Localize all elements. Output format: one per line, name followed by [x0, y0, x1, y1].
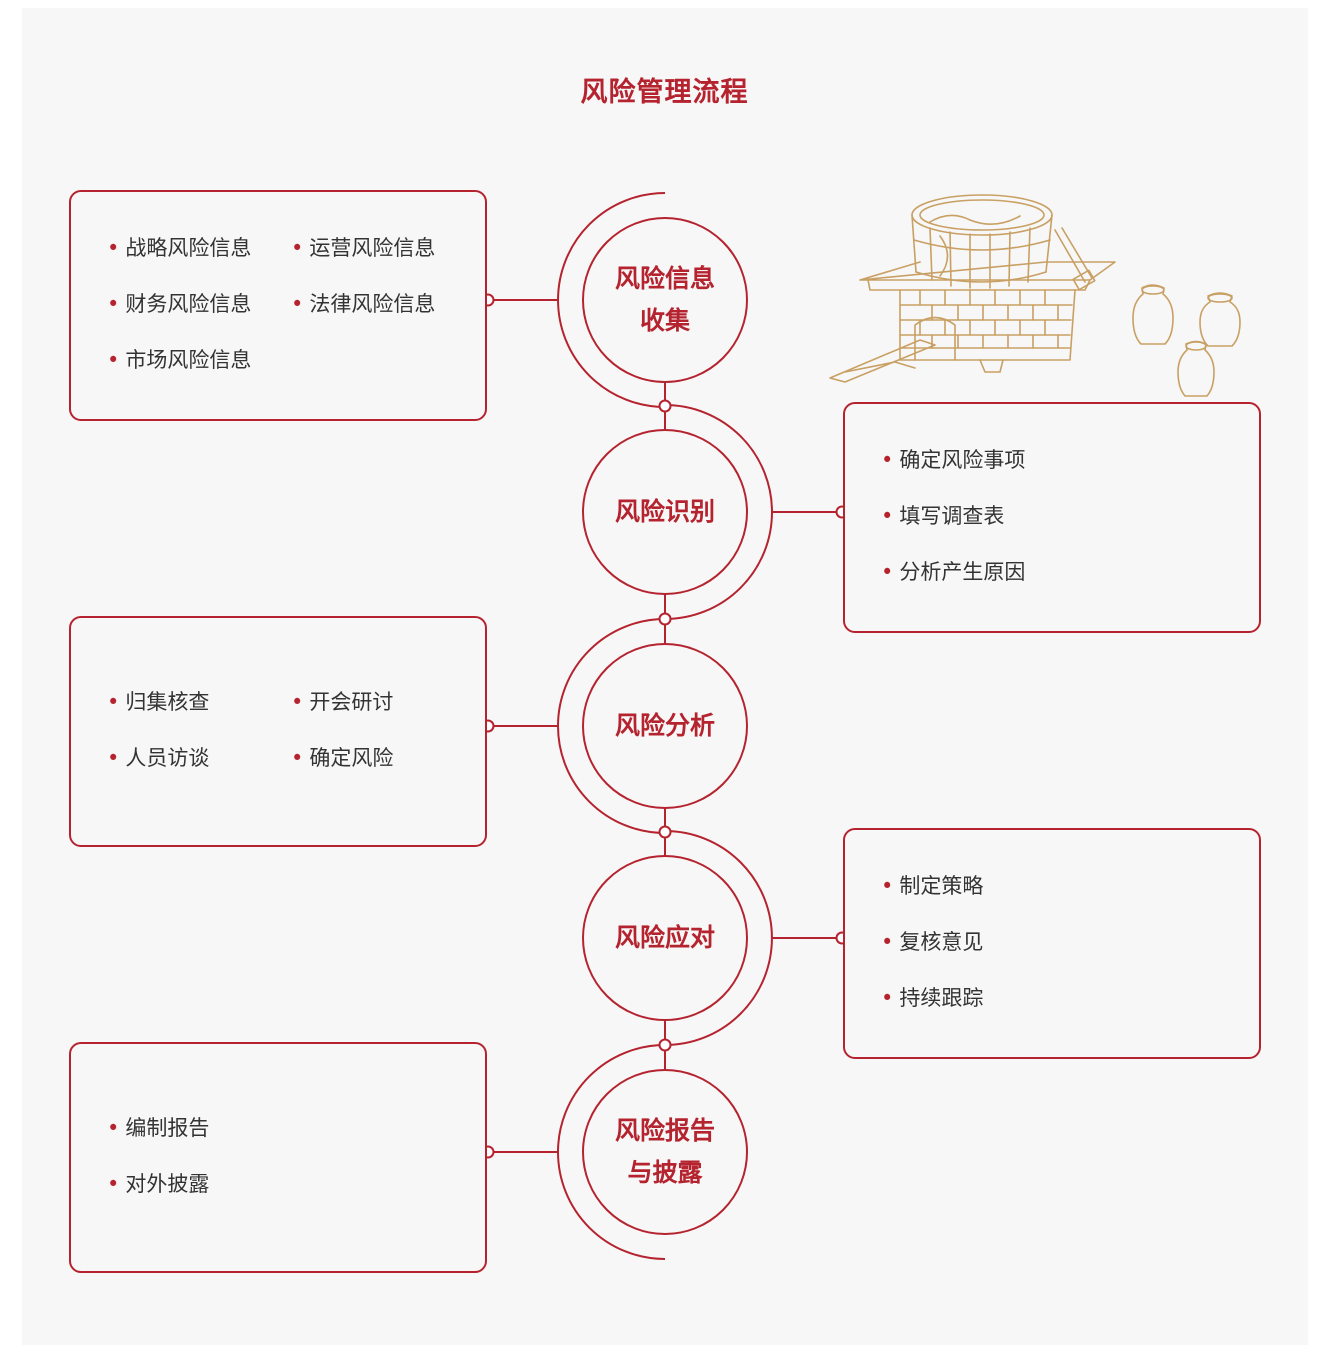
bullet-item: 战略风险信息 [107, 236, 251, 260]
bullet-item: 持续跟踪 [881, 986, 983, 1010]
stage-detail-box [69, 616, 487, 847]
stage-label: 风险应对 [565, 917, 765, 959]
stage-label-line: 风险识别 [614, 497, 715, 526]
bullet-item: 制定策略 [881, 874, 983, 898]
stage-label-line: 风险报告 [614, 1116, 715, 1145]
page-title: 风险管理流程 [580, 77, 749, 108]
bullet-item: 开会研讨 [291, 690, 393, 714]
stage-label-line: 风险应对 [614, 923, 715, 952]
wine-distillery-sketch-icon [829, 194, 1241, 397]
bullet-item: 对外披露 [107, 1172, 209, 1196]
stage-label-line: 风险分析 [614, 711, 715, 740]
stage-label: 风险分析 [565, 705, 765, 747]
junction-dot [658, 612, 672, 626]
stage-outer-arc [557, 192, 666, 408]
stage-label: 风险识别 [565, 491, 765, 533]
bullet-item: 编制报告 [107, 1116, 209, 1140]
stage-outer-arc [557, 1044, 666, 1260]
bullet-item: 归集核查 [107, 690, 209, 714]
stage-label-line: 与披露 [627, 1158, 703, 1187]
bullet-item: 确定风险 [291, 746, 393, 770]
bullet-item: 填写调查表 [881, 504, 1004, 528]
bullet-item: 人员访谈 [107, 746, 209, 770]
bullet-item: 市场风险信息 [107, 348, 251, 372]
bullet-item: 确定风险事项 [881, 448, 1025, 472]
bullet-item: 运营风险信息 [291, 236, 435, 260]
bullet-item: 法律风险信息 [291, 292, 435, 316]
junction-dot [658, 825, 672, 839]
stage-detail-box [69, 1042, 487, 1273]
bullet-item: 分析产生原因 [881, 560, 1025, 584]
stage-outer-arc [557, 618, 666, 834]
stage-label: 风险信息收集 [565, 258, 765, 342]
stage-outer-arc [664, 830, 773, 1046]
junction-dot [658, 399, 672, 413]
stage-label: 风险报告与披露 [565, 1110, 765, 1194]
bullet-item: 财务风险信息 [107, 292, 251, 316]
bullet-item: 复核意见 [881, 930, 983, 954]
stage-outer-arc [664, 404, 773, 620]
stage-label-line: 风险信息 [614, 264, 715, 293]
junction-dot [658, 1038, 672, 1052]
stage-label-line: 收集 [639, 306, 690, 335]
